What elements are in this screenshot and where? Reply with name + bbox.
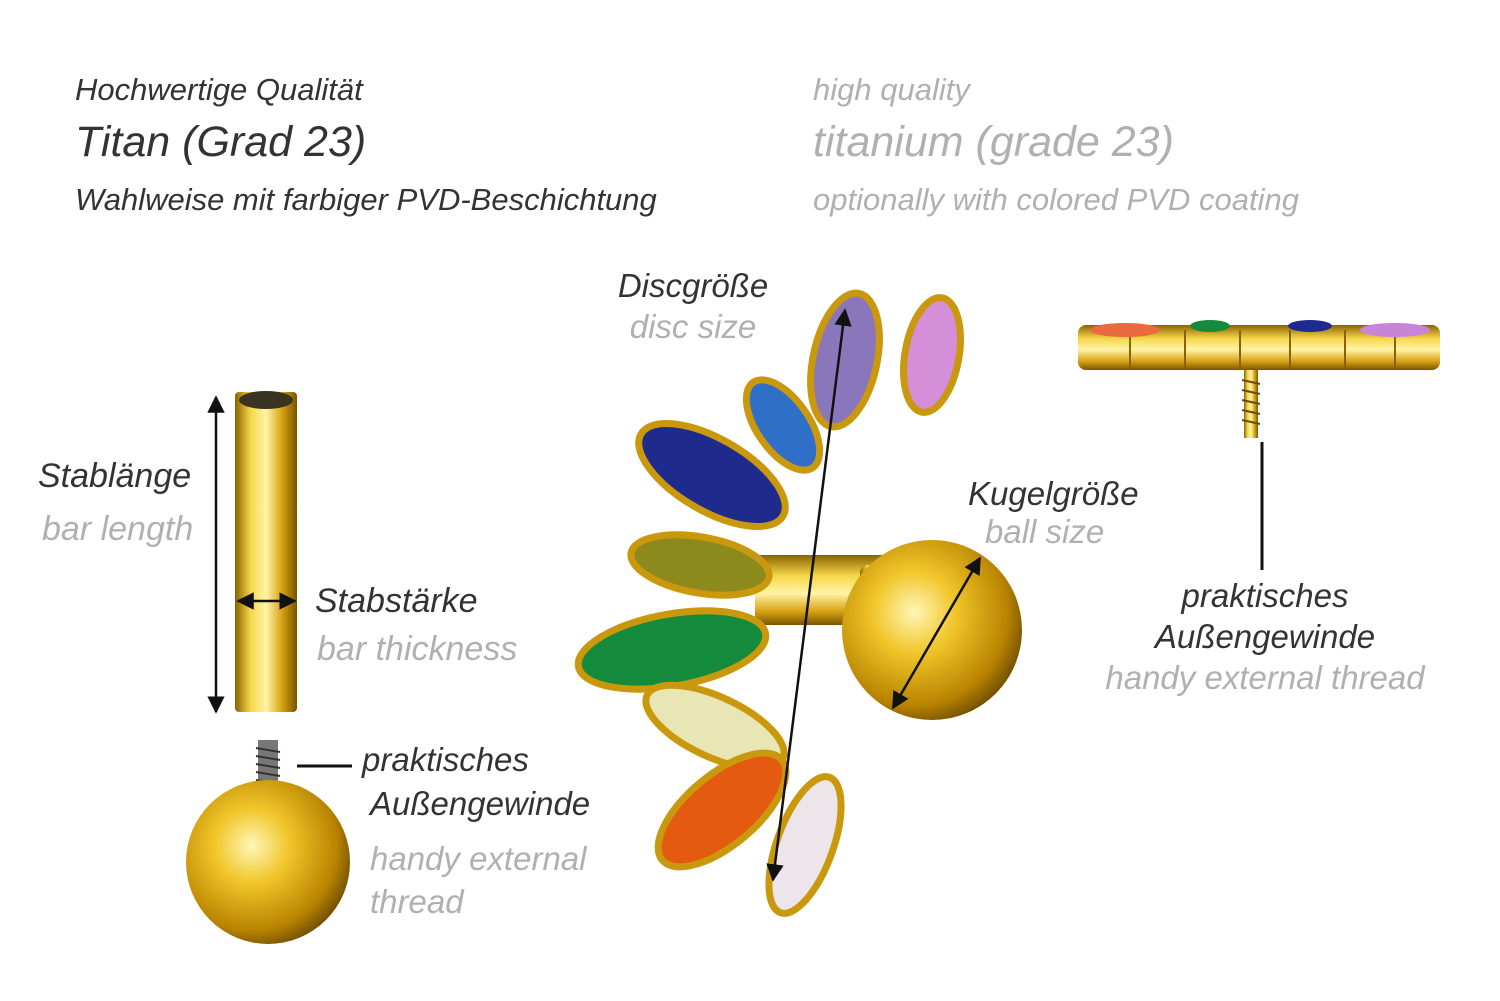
quality-en: high quality [813, 72, 972, 107]
gem-pink [900, 294, 964, 416]
coating-de: Wahlweise mit farbiger PVD-Beschichtung [75, 182, 657, 217]
ball-thread-en-1: handy external [370, 840, 588, 877]
bar-thickness-de: Stabstärke [315, 582, 478, 620]
quality-de: Hochwertige Qualität [75, 72, 364, 107]
header-german: Hochwertige Qualität Titan (Grad 23) Wah… [75, 72, 657, 217]
bar-length-en: bar length [42, 510, 193, 548]
side-view-illustration [1078, 320, 1440, 570]
top-thread-en: handy external thread [1105, 659, 1426, 696]
bar-illustration [207, 391, 297, 714]
ball-size-arrow [891, 556, 982, 710]
ball-size-en: ball size [985, 513, 1104, 550]
coating-en: optionally with colored PVD coating [813, 182, 1299, 217]
material-de: Titan (Grad 23) [75, 118, 366, 166]
bar-thickness-en: bar thickness [317, 630, 517, 668]
ball-thread-de-1: praktisches [361, 741, 529, 778]
ball-thread-en-2: thread [370, 883, 465, 920]
main-piercing-illustration [574, 289, 1022, 917]
main-ball [842, 540, 1022, 720]
disc-size-arrow [766, 308, 852, 882]
ball-size-de: Kugelgröße [968, 475, 1139, 512]
gem-olive [627, 531, 773, 599]
bar-thread-hole [239, 391, 293, 409]
top-thread-de-1: praktisches [1181, 577, 1349, 614]
gem-lavender [807, 289, 883, 431]
material-en: titanium (grade 23) [813, 118, 1174, 166]
disc-size-de: Discgröße [618, 267, 768, 304]
bar-length-de: Stablänge [38, 457, 191, 495]
top-thread-de-2: Außengewinde [1153, 618, 1375, 655]
header-english: high quality titanium (grade 23) optiona… [813, 72, 1299, 217]
ball-illustration [186, 740, 352, 944]
disc-size-en: disc size [630, 308, 757, 345]
ball-thread-de-2: Außengewinde [368, 785, 590, 822]
